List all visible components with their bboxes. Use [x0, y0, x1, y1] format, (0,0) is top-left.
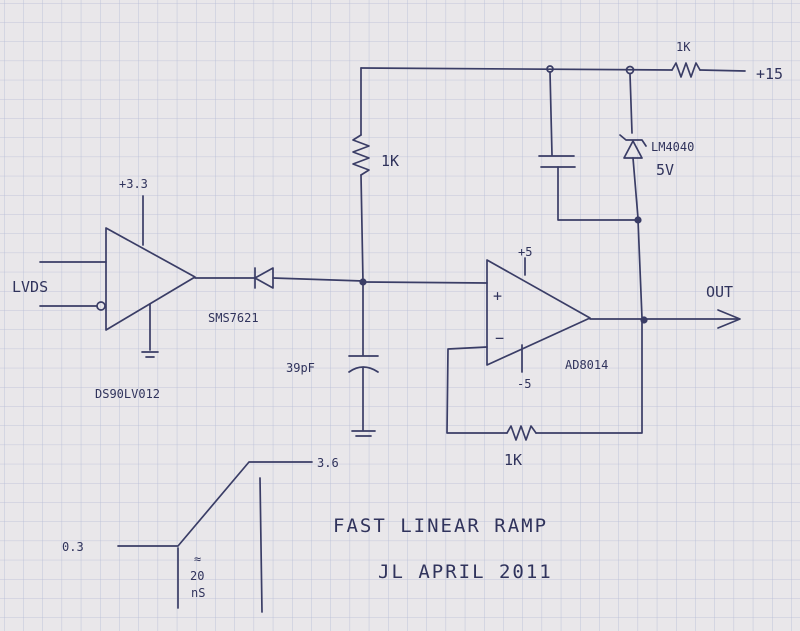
inverting-bubble: [96, 301, 106, 311]
supply-label: +15: [756, 65, 783, 83]
ramp-end-marker: [259, 477, 263, 613]
opamp-plus-label: +: [493, 287, 502, 305]
lvds-label: LVDS: [12, 278, 48, 296]
pullup-value-label: 1K: [381, 152, 399, 170]
cap-value-label: 39pF: [286, 361, 315, 375]
ramp-low-label: 0.3: [62, 540, 84, 554]
ramp-time-unit: nS: [191, 586, 205, 600]
zener-voltage-label: 5V: [656, 161, 674, 179]
timing-capacitor: [348, 355, 379, 373]
top-resistor-value-label: 1K: [676, 40, 691, 54]
op-amp: [486, 257, 591, 373]
receiver-part-label: DS90LV012: [95, 387, 160, 401]
opamp-minus-label: −: [495, 329, 504, 347]
zener-part-label: LM4040: [651, 140, 694, 154]
drawing-title: FAST LINEAR RAMP: [333, 515, 548, 537]
drawing-author: JL APRIL 2011: [378, 561, 553, 583]
feedback-resistor: [506, 425, 537, 441]
schottky-diode: [254, 267, 364, 289]
ramp-high-label: 3.6: [317, 456, 339, 470]
opamp-part-label: AD8014: [565, 358, 608, 372]
feedback-wire-left: [446, 346, 508, 434]
top-rail-wire: [360, 67, 673, 71]
ramp-waveform: [117, 461, 313, 613]
feedback-wire-right: [535, 319, 643, 434]
opamp-vpos-label: +5: [518, 245, 532, 259]
pullup-resistor: [352, 134, 370, 176]
ramp-time-value: 20: [190, 569, 204, 583]
output-label: OUT: [706, 283, 733, 301]
output-arrow: [717, 309, 741, 329]
opamp-vneg-label: -5: [517, 377, 531, 391]
vcc-label: +3.3: [119, 177, 148, 191]
cap-ground: [351, 430, 376, 437]
feedback-resistor-label: 1K: [504, 451, 522, 469]
diode-part-label: SMS7621: [208, 311, 259, 325]
noninv-input-wire: [362, 281, 488, 284]
ramp-approx-label: ≈: [194, 552, 201, 566]
lvds-receiver: [39, 195, 196, 358]
plus15-wire: [699, 69, 746, 72]
top-resistor: [671, 62, 701, 78]
